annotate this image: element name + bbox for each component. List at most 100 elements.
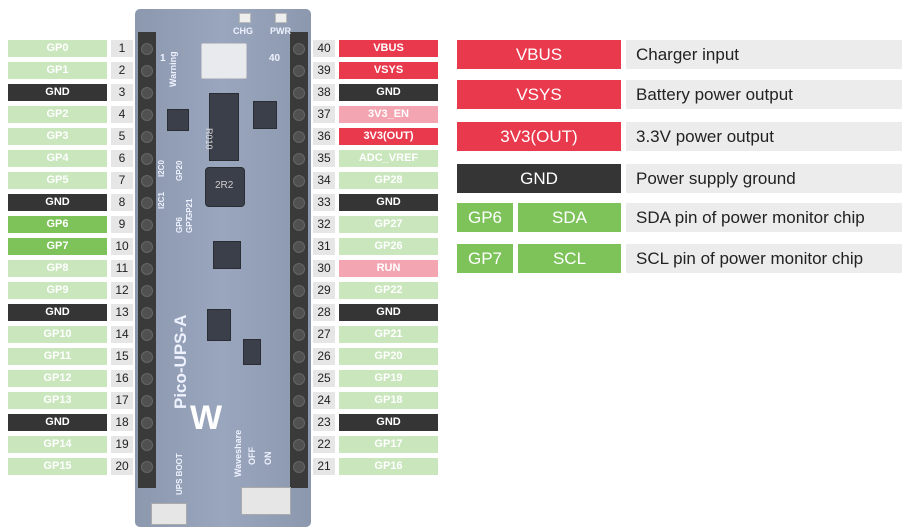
mosfet — [253, 101, 277, 129]
left-pin-label: GP7 — [8, 238, 107, 255]
right-pin-number: 40 — [313, 40, 335, 57]
header-hole — [141, 461, 153, 473]
right-header-strip — [290, 32, 308, 488]
right-pin-label: GP18 — [339, 392, 438, 409]
right-pin-number: 25 — [313, 370, 335, 387]
right-pin-label: GND — [339, 84, 438, 101]
left-pin-number: 13 — [111, 304, 133, 321]
gp7-silk: GP7 — [185, 216, 194, 233]
pico-ups-board: 1 40 CHG PWR Warning R010 2R2 I2C1 I2C0 … — [135, 9, 311, 527]
header-hole — [293, 131, 305, 143]
right-pin-label: 3V3(OUT) — [339, 128, 438, 145]
left-pin-label: GP4 — [8, 150, 107, 167]
header-hole — [141, 219, 153, 231]
header-hole — [141, 109, 153, 121]
right-pin-number: 21 — [313, 458, 335, 475]
on-label: ON — [263, 451, 273, 466]
header-hole — [293, 153, 305, 165]
gp20-silk: GP20 — [175, 160, 184, 181]
left-pin-number: 11 — [111, 260, 133, 277]
right-pin-number: 29 — [313, 282, 335, 299]
legend-badge: 3V3(OUT) — [457, 122, 621, 151]
right-pin-number: 32 — [313, 216, 335, 233]
legend-description: Battery power output — [626, 80, 902, 109]
left-pin-label: GND — [8, 194, 107, 211]
header-hole — [293, 197, 305, 209]
boot-button — [151, 503, 187, 525]
header-hole — [141, 417, 153, 429]
right-pin-label: GP19 — [339, 370, 438, 387]
right-pin-number: 34 — [313, 172, 335, 189]
shunt-resistor: R010 — [204, 93, 239, 161]
right-pin-number: 37 — [313, 106, 335, 123]
left-pin-label: GP6 — [8, 216, 107, 233]
left-pin-number: 12 — [111, 282, 133, 299]
right-pin-number: 33 — [313, 194, 335, 211]
left-pin-number: 18 — [111, 414, 133, 431]
header-hole — [141, 241, 153, 253]
left-pin-label: GP11 — [8, 348, 107, 365]
pwr-led — [275, 13, 287, 23]
right-pin-label: GND — [339, 194, 438, 211]
header-hole — [141, 263, 153, 275]
left-pin-label: GP0 — [8, 40, 107, 57]
pin1-marker: 1 — [160, 53, 166, 64]
inductor: 2R2 — [205, 167, 245, 207]
left-pin-number: 5 — [111, 128, 133, 145]
left-pin-number: 10 — [111, 238, 133, 255]
header-hole — [293, 65, 305, 77]
legend-description: Charger input — [626, 40, 902, 69]
header-hole — [293, 285, 305, 297]
header-hole — [141, 329, 153, 341]
legend-badge: GP6 — [457, 203, 513, 232]
regulator-chip — [167, 109, 189, 131]
right-pin-number: 22 — [313, 436, 335, 453]
off-label: OFF — [247, 447, 257, 465]
right-pin-label: GND — [339, 414, 438, 431]
legend-description: SCL pin of power monitor chip — [626, 244, 902, 273]
legend-description: 3.3V power output — [626, 122, 902, 151]
header-hole — [293, 263, 305, 275]
right-pin-number: 26 — [313, 348, 335, 365]
left-pin-number: 15 — [111, 348, 133, 365]
right-pin-label: ADC_VREF — [339, 150, 438, 167]
right-pin-label: RUN — [339, 260, 438, 277]
right-pin-label: GND — [339, 304, 438, 321]
right-pin-number: 36 — [313, 128, 335, 145]
legend-badge: SDA — [518, 203, 621, 232]
header-hole — [293, 439, 305, 451]
left-pin-number: 8 — [111, 194, 133, 211]
left-pin-label: GP13 — [8, 392, 107, 409]
right-pin-label: GP16 — [339, 458, 438, 475]
right-pin-label: GP21 — [339, 326, 438, 343]
header-hole — [293, 241, 305, 253]
header-hole — [141, 307, 153, 319]
right-pin-number: 28 — [313, 304, 335, 321]
header-hole — [293, 329, 305, 341]
left-pin-label: GND — [8, 304, 107, 321]
legend-badge: GP7 — [457, 244, 513, 273]
brand-text: Waveshare — [233, 429, 243, 477]
left-pin-label: GP9 — [8, 282, 107, 299]
left-pin-number: 2 — [111, 62, 133, 79]
left-pin-label: GP12 — [8, 370, 107, 387]
power-monitor-chip — [213, 241, 241, 269]
pwr-label: PWR — [270, 26, 291, 36]
board-name: Pico-UPS-A — [171, 314, 190, 409]
power-switch — [241, 487, 291, 515]
left-pin-number: 16 — [111, 370, 133, 387]
left-pin-number: 7 — [111, 172, 133, 189]
header-hole — [141, 131, 153, 143]
header-hole — [141, 65, 153, 77]
waveshare-logo-icon: W — [190, 399, 223, 437]
header-hole — [293, 373, 305, 385]
left-pin-label: GP5 — [8, 172, 107, 189]
header-hole — [293, 351, 305, 363]
left-pin-label: GP10 — [8, 326, 107, 343]
right-pin-number: 38 — [313, 84, 335, 101]
header-hole — [293, 219, 305, 231]
diode — [243, 339, 261, 365]
i2c0-label: I2C0 — [157, 160, 166, 177]
right-pin-number: 39 — [313, 62, 335, 79]
left-pin-label: GP3 — [8, 128, 107, 145]
